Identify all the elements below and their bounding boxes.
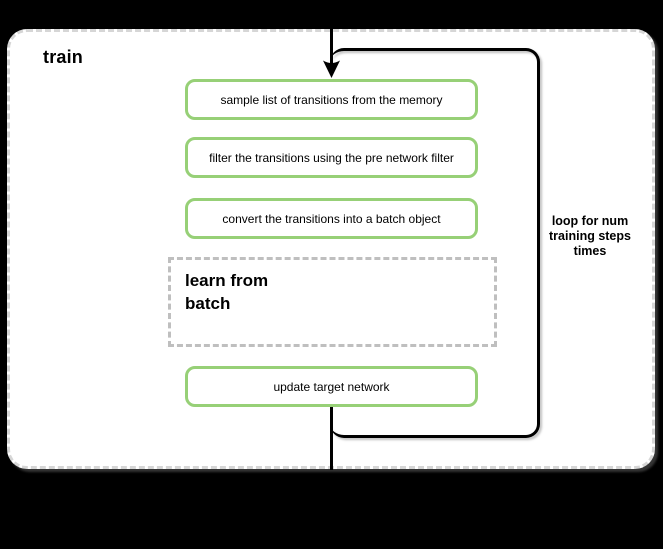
step-update-target-network: update target network [185, 366, 478, 407]
step-sample-transitions: sample list of transitions from the memo… [185, 79, 478, 120]
loop-label-line-1: loop for num [551, 214, 629, 228]
subprocess-learn-from-batch: learn from batch [168, 257, 497, 347]
step-convert-to-batch: convert the transitions into a batch obj… [185, 198, 478, 239]
subprocess-label-line-2: batch [185, 294, 231, 313]
loop-boundary [330, 48, 540, 438]
loop-label-line-2: training steps [549, 229, 631, 243]
loop-label-line-3: times [573, 244, 607, 258]
train-label: train [43, 47, 84, 67]
subprocess-label-line-1: learn from [185, 271, 269, 290]
step-filter-transitions: filter the transitions using the pre net… [185, 137, 478, 178]
loop-label: loop for num training steps times [538, 214, 642, 259]
